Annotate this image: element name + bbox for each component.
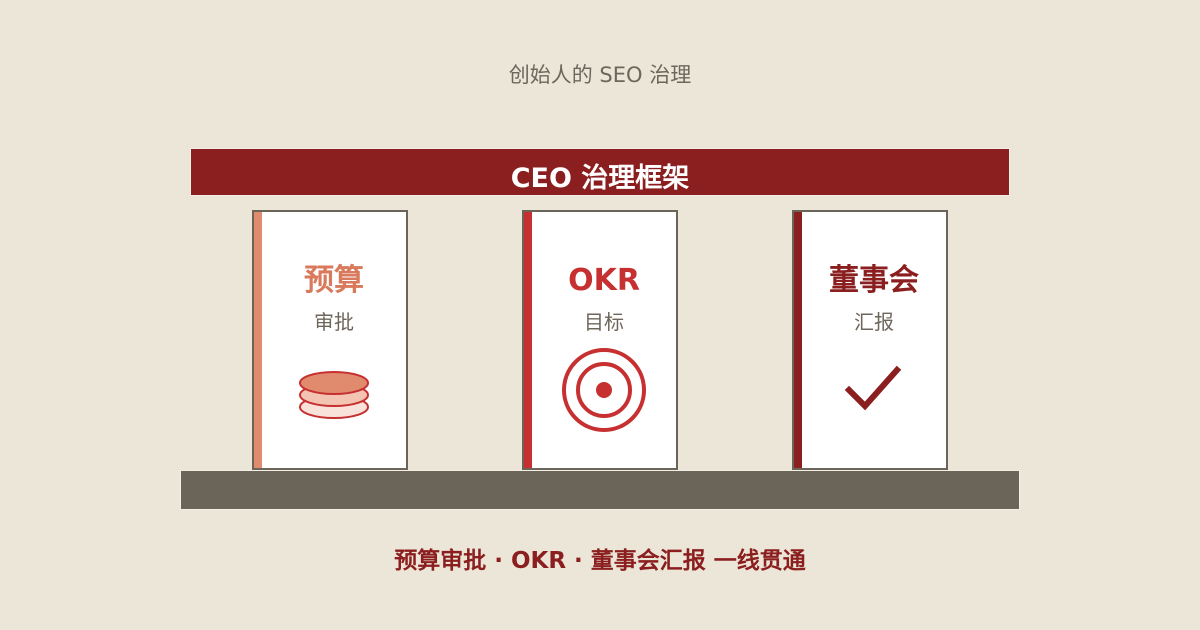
pillar-title: OKR (568, 263, 640, 298)
pillar-budget: 预算 审批 (252, 210, 408, 470)
footer-caption: 预算审批 · OKR · 董事会汇报 一线贯通 (394, 548, 806, 574)
target-icon (532, 348, 676, 432)
foundation-base (180, 470, 1020, 510)
coin-stack-icon (262, 350, 406, 430)
pillar-title: 董事会 (829, 263, 919, 298)
pillar-accent-bar (794, 212, 802, 468)
pillar-title: 预算 (304, 263, 364, 298)
pillar-subtitle: 汇报 (854, 310, 894, 334)
pillar-board: 董事会 汇报 (792, 210, 948, 470)
framework-banner: CEO 治理框架 (190, 148, 1010, 196)
pillar-okr: OKR 目标 (522, 210, 678, 470)
checkmark-icon (802, 350, 946, 430)
pillar-subtitle: 目标 (584, 310, 624, 334)
pillar-subtitle: 审批 (314, 310, 354, 334)
diagram-subtitle: 创始人的 SEO 治理 (508, 63, 692, 87)
pillar-accent-bar (254, 212, 262, 468)
banner-title: CEO 治理框架 (510, 163, 690, 194)
pillar-accent-bar (524, 212, 532, 468)
